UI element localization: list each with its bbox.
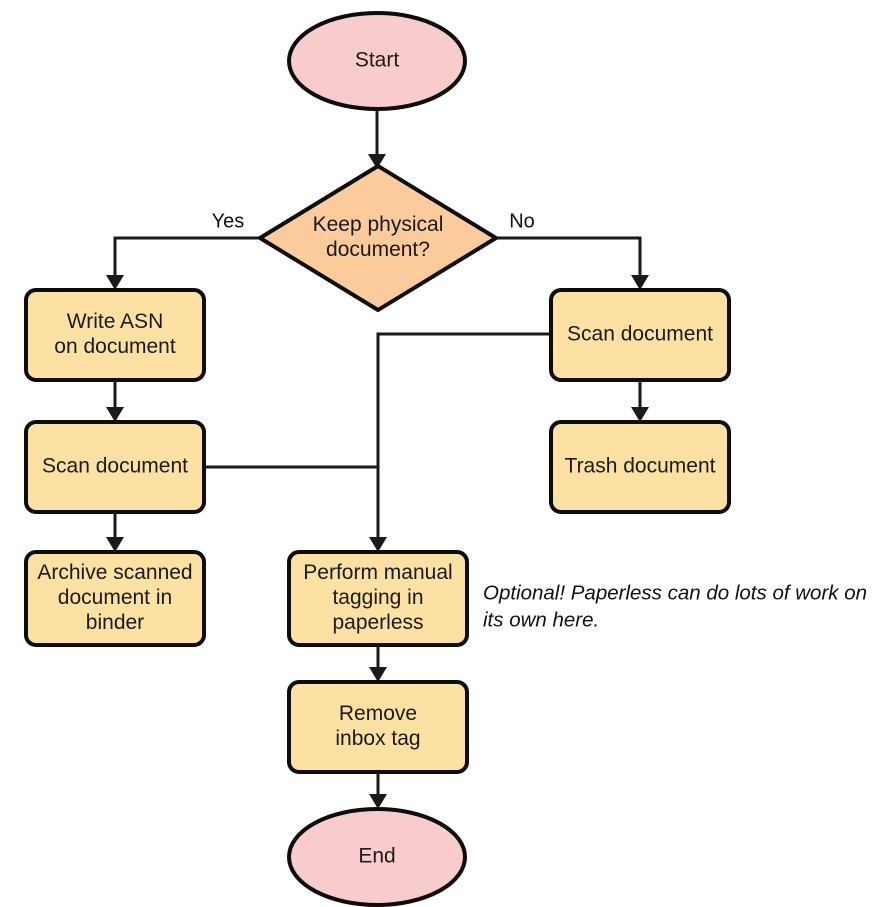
edge-decision-no: No xyxy=(496,210,649,290)
edge-label-decision-no: No xyxy=(509,210,535,232)
node-label: Start xyxy=(355,49,400,72)
arrowhead-icon xyxy=(106,275,124,290)
node-label: on document xyxy=(54,335,176,358)
node-label: Scan document xyxy=(567,323,713,346)
annotation-line: its own here. xyxy=(483,608,599,631)
arrowhead-icon xyxy=(369,794,387,809)
node-label: Archive scanned xyxy=(37,561,192,584)
node-label: End xyxy=(358,845,395,868)
arrowhead-icon xyxy=(369,667,387,682)
annotation-optional-note: Optional! Paperless can do lots of work … xyxy=(483,581,867,631)
annotation-line: Optional! Paperless can do lots of work … xyxy=(483,581,867,604)
edge-label-decision-yes: Yes xyxy=(212,210,245,232)
edge-write-asn-to-scan xyxy=(106,380,124,422)
arrowhead-icon xyxy=(631,275,649,290)
node-label: paperless xyxy=(332,611,423,634)
annotations-layer: Optional! Paperless can do lots of work … xyxy=(483,581,867,631)
process-shape xyxy=(549,288,731,382)
edge-scan-right-to-trash xyxy=(631,380,649,422)
node-scan-left[interactable]: Scan document xyxy=(24,420,206,514)
edge-path xyxy=(496,236,642,281)
process-shape xyxy=(287,680,469,774)
arrowhead-icon xyxy=(106,407,124,422)
edge-decision-yes: Yes xyxy=(106,210,260,290)
process-shape xyxy=(24,420,206,514)
process-shape xyxy=(287,550,469,647)
terminator-shape xyxy=(287,11,467,111)
edge-path xyxy=(376,332,551,543)
node-label: Trash document xyxy=(565,455,716,478)
node-label: Remove xyxy=(339,702,417,725)
edge-start-to-decision xyxy=(368,110,386,169)
node-label: Keep physical xyxy=(313,213,444,236)
process-shape xyxy=(24,550,206,647)
node-label: tagging in xyxy=(332,586,423,609)
edges-layer: Yes No xyxy=(106,110,649,809)
edge-scan-right-to-tagging xyxy=(369,332,551,552)
node-label: Perform manual xyxy=(303,561,452,584)
node-label: document in xyxy=(58,586,172,609)
node-start[interactable]: Start xyxy=(287,11,467,111)
terminator-shape xyxy=(287,807,467,907)
node-label: binder xyxy=(86,611,144,634)
process-shape xyxy=(24,288,206,382)
edge-scan-left-to-archive xyxy=(106,512,124,552)
node-label: inbox tag xyxy=(335,727,420,750)
node-label: Write ASN xyxy=(67,310,163,333)
decision-shape xyxy=(258,164,498,312)
edge-tagging-to-remove xyxy=(369,645,387,682)
node-scan-right[interactable]: Scan document xyxy=(549,288,731,382)
arrowhead-icon xyxy=(631,407,649,422)
node-label: Scan document xyxy=(42,455,188,478)
edge-path xyxy=(113,236,260,281)
arrowhead-icon xyxy=(106,537,124,552)
arrowhead-icon xyxy=(369,537,387,552)
process-shape xyxy=(549,420,731,514)
edge-remove-to-end xyxy=(369,772,387,809)
node-trash[interactable]: Trash document xyxy=(549,420,731,514)
arrowhead-icon xyxy=(368,154,386,169)
node-end[interactable]: End xyxy=(287,807,467,907)
node-label: document? xyxy=(326,238,430,261)
